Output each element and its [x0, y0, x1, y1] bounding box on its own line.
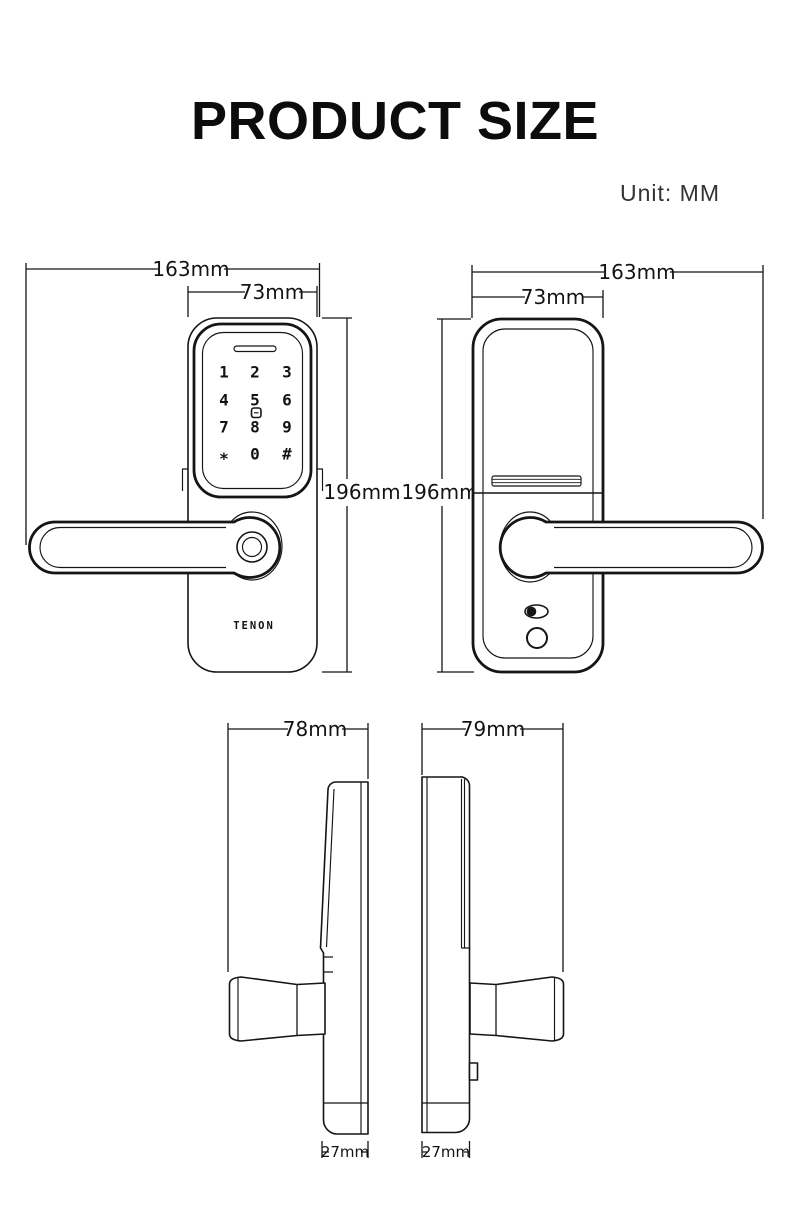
doorbell-icon [250, 407, 262, 419]
front-unit-side-handle [228, 976, 326, 1042]
back-pushbutton [526, 627, 548, 649]
key-1: 1 [219, 363, 229, 382]
dim-back-unit-depth: 79mm [461, 717, 525, 741]
front-handle [28, 516, 282, 579]
keypad-panel [192, 322, 313, 499]
fingerprint-sensor [236, 531, 268, 563]
privacy-toggle [524, 604, 549, 619]
front-unit-side-profile [319, 781, 369, 1135]
unit-label: Unit: MM [620, 180, 720, 206]
dim-lines-back [437, 265, 764, 673]
dim-front-unit-depth: 78mm [283, 717, 347, 741]
key-9: 9 [282, 418, 292, 437]
key-5: 5 [250, 391, 260, 410]
dim-back-height: 196mm [401, 480, 478, 504]
keypad-panel-inner [201, 331, 304, 490]
reset-tab [468, 1062, 479, 1081]
back-unit-side-profile [421, 776, 471, 1134]
dim-front-body-width: 73mm [240, 280, 304, 304]
keypad: 1 2 3 4 5 6 7 8 9 * 0 # [219, 363, 292, 469]
back-handle [498, 516, 764, 579]
key-4: 4 [219, 391, 229, 410]
side-view-front-unit: 78mm 27mm [227, 717, 369, 1161]
speaker-slit [233, 345, 277, 353]
side-view-back-unit: 79mm 27mm [421, 717, 565, 1161]
front-unit-side-details [323, 782, 368, 1134]
key-3: 3 [282, 363, 292, 382]
back-handle-inner-lines [554, 526, 753, 569]
back-view: 163mm 73mm 196mm [401, 260, 764, 674]
key-0: 0 [250, 445, 260, 464]
dim-lines-side-front [227, 723, 369, 1158]
brand-logo: TENON [233, 620, 275, 632]
dim-back-body-width: 73mm [521, 285, 585, 309]
key-2: 2 [250, 363, 260, 382]
front-body-outline [187, 317, 318, 673]
dim-back-unit-thickness: 27mm [422, 1143, 470, 1161]
dim-front-total-width: 163mm [152, 257, 229, 281]
dim-back-total-width: 163mm [598, 260, 675, 284]
key-star: * [219, 449, 229, 468]
dim-front-unit-thickness: 27mm [321, 1143, 369, 1161]
key-pound: # [282, 445, 292, 464]
back-body-outline [471, 317, 605, 674]
key-6: 6 [282, 391, 292, 410]
dim-front-height: 196mm [323, 480, 400, 504]
dim-lines-front [25, 263, 352, 673]
battery-cover [491, 475, 582, 487]
back-unit-side-handle [469, 976, 565, 1042]
back-unit-side-details [422, 777, 470, 1133]
front-mounting-wings [181, 468, 324, 491]
front-handle-inner-lines [39, 526, 226, 569]
key-8: 8 [250, 418, 260, 437]
front-view: 163mm 73mm 196mm 1 2 3 4 5 6 7 8 9 * [25, 257, 401, 673]
page-title: PRODUCT SIZE [190, 91, 600, 151]
dim-lines-side-back [421, 723, 564, 1158]
key-7: 7 [219, 418, 229, 437]
